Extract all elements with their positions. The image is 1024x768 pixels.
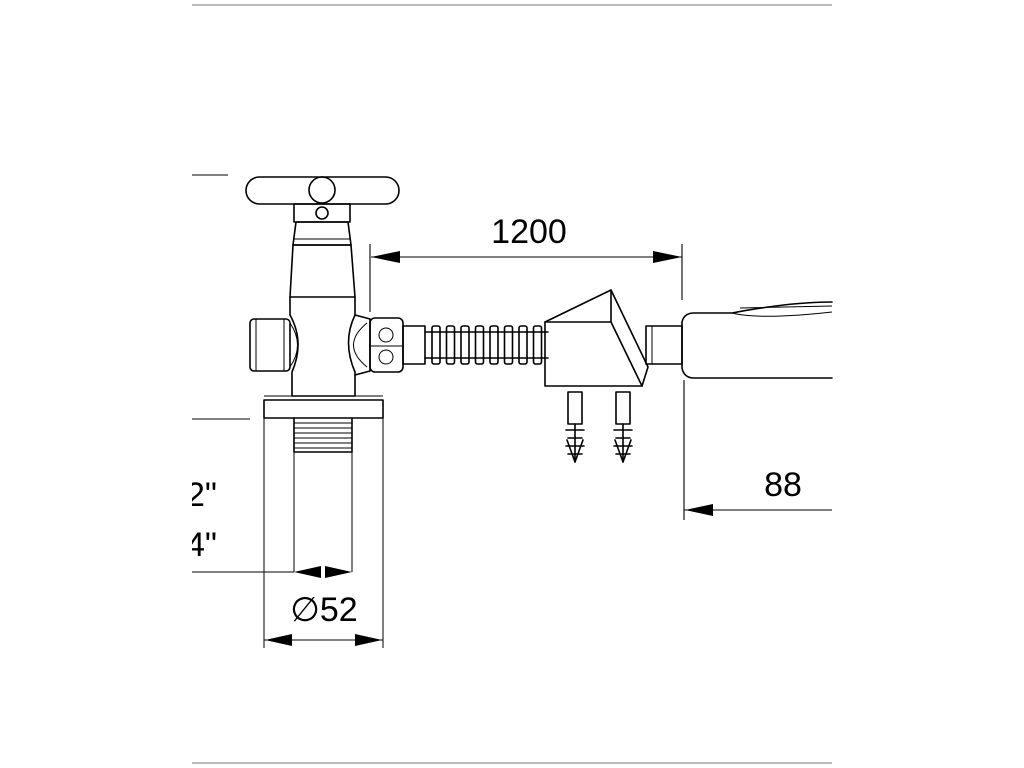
corrugated-hose — [424, 325, 549, 365]
dimension-hose-length: 1200 — [369, 213, 683, 312]
dimension-hose-length-label: 1200 — [491, 213, 567, 251]
hose-rib — [431, 325, 441, 365]
cross-handle — [245, 176, 400, 223]
dimension-thread-width — [294, 566, 352, 578]
wall-bracket — [544, 289, 649, 463]
hose-rib — [532, 325, 543, 365]
wall-plug-left — [565, 391, 585, 463]
valve-base-thread — [263, 395, 384, 648]
valve-bonnet — [289, 221, 356, 298]
hose-rib — [503, 325, 514, 365]
hose-rib — [445, 325, 456, 365]
dimension-base-diameter: ∅52 — [264, 591, 383, 646]
hose-rib — [518, 325, 528, 365]
hand-shower — [645, 301, 833, 379]
dimension-handle-offset: 88 — [683, 380, 832, 520]
valve-assembly — [192, 174, 426, 648]
hose-rib — [460, 325, 470, 365]
hose-rib — [489, 325, 499, 365]
dimension-base-diameter-label: ∅52 — [290, 591, 357, 629]
valve-body — [249, 296, 426, 397]
dimension-handle-offset-label: 88 — [764, 466, 802, 504]
wall-plug-right — [613, 391, 633, 463]
hose-rib — [474, 325, 485, 365]
